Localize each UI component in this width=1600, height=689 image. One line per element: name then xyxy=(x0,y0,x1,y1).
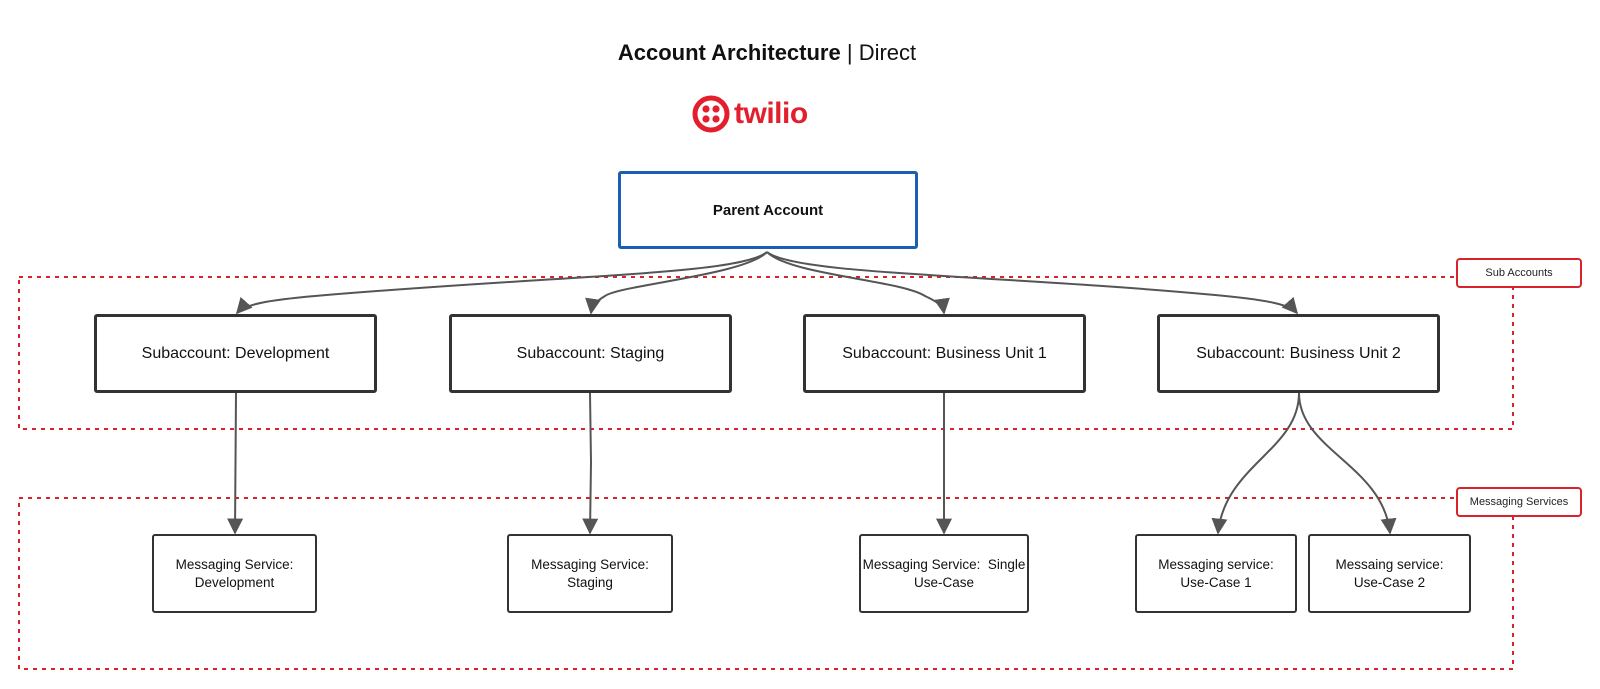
subaccount-business-unit-2-node[interactable]: Subaccount: Business Unit 2 xyxy=(1157,314,1440,393)
ms-use-case-2-node[interactable]: Messaing service: Use-Case 2 xyxy=(1308,534,1471,613)
subaccount-label: Subaccount: Business Unit 2 xyxy=(1196,344,1401,362)
subaccount-label: Subaccount: Business Unit 1 xyxy=(842,344,1047,362)
twilio-logo: twilio xyxy=(692,94,808,134)
messaging-services-region xyxy=(18,497,1514,670)
ms-label-line2: Development xyxy=(194,574,275,590)
subaccount-business-unit-1-node[interactable]: Subaccount: Business Unit 1 xyxy=(803,314,1086,393)
edge-business-unit-2-use-case-2 xyxy=(1298,392,1397,535)
twilio-logo-icon xyxy=(692,95,730,133)
subaccount-development-node[interactable]: Subaccount: Development xyxy=(94,314,377,393)
messaging-services-tag: Messaging Services xyxy=(1456,487,1582,517)
edge-parent-staging xyxy=(585,251,768,315)
title-separator: | xyxy=(840,40,859,65)
ms-development-node[interactable]: Messaging Service: Development xyxy=(152,534,317,613)
edge-parent-development xyxy=(235,251,768,315)
subaccount-staging-node[interactable]: Subaccount: Staging xyxy=(449,314,732,393)
edge-business-unit-2-use-case-1 xyxy=(1211,392,1300,535)
parent-account-label: Parent Account xyxy=(712,201,824,219)
title-main: Account Architecture xyxy=(617,40,841,65)
subaccount-label: Subaccount: Development xyxy=(141,344,330,362)
ms-staging-node[interactable]: Messaging Service: Staging xyxy=(507,534,673,613)
page-title: Account Architecture | Direct xyxy=(0,38,1534,68)
edge-staging-ms xyxy=(582,392,599,535)
sub-accounts-tag: Sub Accounts xyxy=(1456,258,1582,288)
title-subtitle: Direct xyxy=(858,40,917,65)
ms-use-case-1-node[interactable]: Messaging service: Use-Case 1 xyxy=(1135,534,1297,613)
edge-parent-business-unit-1 xyxy=(766,251,950,315)
ms-label-line2: Staging xyxy=(567,574,613,590)
ms-label-line1: Messaing service: xyxy=(1335,556,1444,572)
ms-label-line2: Use-Case 1 xyxy=(1180,574,1252,590)
ms-label-line2: Use-Case xyxy=(913,574,975,590)
ms-label-line1: Messaging Service: Single xyxy=(862,556,1026,572)
ms-label-line1: Messaging service: xyxy=(1158,556,1274,572)
edge-development-ms xyxy=(227,392,244,535)
edge-parent-business-unit-2 xyxy=(766,251,1299,315)
ms-label-line2: Use-Case 2 xyxy=(1353,574,1426,590)
ms-label-line1: Messaging Service: xyxy=(175,556,294,572)
twilio-wordmark: twilio xyxy=(734,97,808,130)
parent-account-node[interactable]: Parent Account xyxy=(618,171,918,249)
subaccount-label: Subaccount: Staging xyxy=(516,344,665,362)
ms-label-line1: Messaging Service: xyxy=(531,556,649,572)
sub-accounts-region xyxy=(18,276,1514,430)
